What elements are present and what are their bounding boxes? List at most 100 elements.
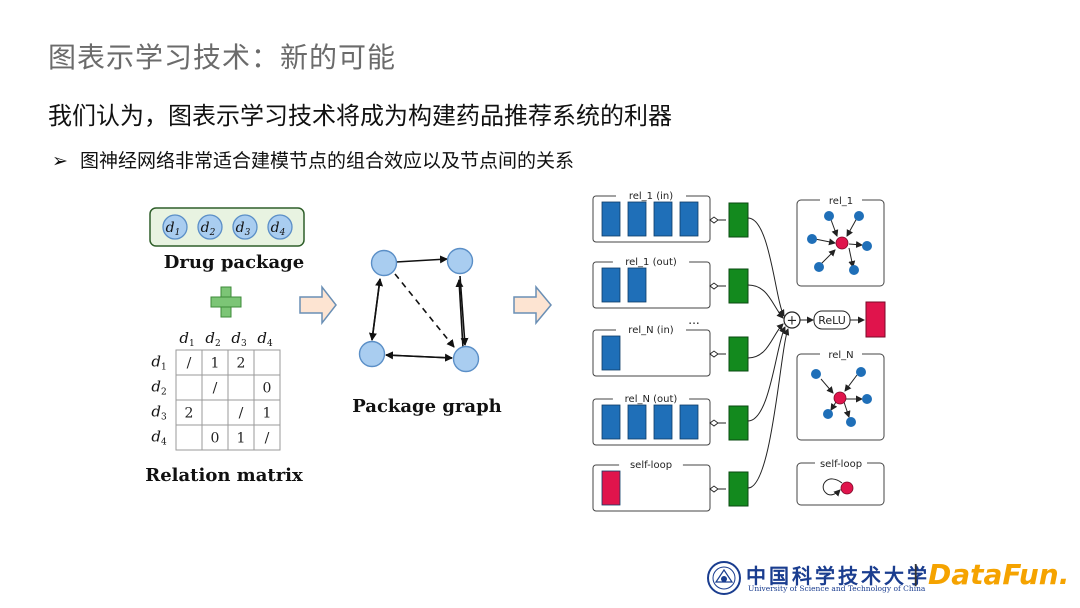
- university-name-cn: 中国科学技术大学: [746, 564, 930, 588]
- ustc-seal-icon: [707, 561, 741, 595]
- drug-node: [162, 214, 188, 240]
- matrix-cell-value: 0: [211, 431, 220, 447]
- matrix-cell: [227, 374, 255, 401]
- matrix-header: d3: [231, 329, 247, 349]
- package-graph: [358, 247, 480, 373]
- plus-icon: [210, 286, 242, 318]
- sum-symbol: +: [787, 314, 798, 329]
- bullet-text: 图神经网络非常适合建模节点的组合效应以及节点间的关系: [80, 150, 575, 172]
- drug-package-box: [149, 207, 305, 247]
- matrix-header: d3: [151, 403, 167, 423]
- feature-bar: [679, 404, 699, 440]
- relu-label: ReLU: [818, 314, 846, 327]
- relation-box-label: rel_1 (in): [629, 191, 673, 202]
- matrix-cell: [201, 424, 229, 451]
- drug-node: [197, 214, 223, 240]
- feature-bar: [679, 201, 699, 237]
- drug-node: [232, 214, 258, 240]
- ellipsis: ...: [688, 313, 699, 327]
- relation-matrix-label: Relation matrix: [145, 465, 303, 486]
- relation-box: rel_1 (out): [592, 255, 749, 309]
- transform-block: [728, 336, 749, 372]
- matrix-header: d4: [151, 428, 167, 448]
- matrix-cell-value: 2: [237, 356, 246, 372]
- feature-bar: [601, 470, 621, 506]
- matrix-cell-value: 1: [263, 406, 272, 422]
- matrix-cell-value: 0: [263, 381, 272, 397]
- relation-boxes: rel_1 (in) rel_1 (out) rel_N (in) rel_N (ou…: [592, 189, 749, 512]
- matrix-cell: [253, 349, 281, 376]
- small-graph-title: rel_N: [828, 350, 853, 361]
- feature-bar: [627, 404, 647, 440]
- footer-separator: |: [912, 562, 920, 587]
- graph-edge: [395, 255, 448, 264]
- feature-bar: [627, 201, 647, 237]
- datafun-logo: DataFun.: [928, 558, 1070, 591]
- feature-bar: [653, 201, 673, 237]
- drug-package-label: Drug package: [164, 252, 304, 273]
- university-name-en: University of Science and Technology of …: [748, 584, 926, 593]
- matrix-cell-value: /: [265, 431, 270, 447]
- matrix-cell: [201, 349, 229, 376]
- relation-box-label: rel_N (out): [625, 394, 678, 405]
- matrix-cell: [227, 349, 255, 376]
- graph-node: [370, 249, 398, 277]
- feature-bar: [601, 201, 621, 237]
- graph-edge-dashed: [394, 273, 455, 348]
- graph-edge: [385, 351, 453, 360]
- relation-box: rel_1 (in): [592, 189, 749, 243]
- transform-block: [728, 405, 749, 441]
- transform-block: [728, 268, 749, 304]
- feature-bar: [653, 404, 673, 440]
- matrix-cell: [253, 424, 281, 451]
- matrix-cell: [253, 374, 281, 401]
- matrix-cell: [175, 424, 203, 451]
- small-graph-title: rel_1: [829, 196, 853, 207]
- graph-edge: [459, 275, 469, 346]
- aggregation-lines: [747, 217, 790, 489]
- matrix-cell: [175, 349, 203, 376]
- transform-block: [728, 471, 749, 507]
- graph-edge: [455, 279, 464, 349]
- footer-logos: 中国科学技术大学 University of Science and Techn…: [706, 556, 1070, 600]
- feature-bar: [601, 267, 621, 303]
- package-graph-label: Package graph: [352, 396, 502, 417]
- relation-box-label: rel_N (in): [628, 325, 673, 336]
- bullet-arrow-icon: ➢: [52, 150, 68, 172]
- flow-arrow-icon: [513, 284, 552, 326]
- feature-bar: [601, 335, 621, 371]
- matrix-cell-value: 2: [185, 406, 194, 422]
- relation-box: rel_N (out): [592, 392, 749, 446]
- output-block: [865, 301, 886, 338]
- feature-bar: [601, 404, 621, 440]
- matrix-header: d1: [179, 329, 194, 349]
- graph-node: [358, 340, 386, 368]
- matrix-header: d2: [151, 378, 166, 398]
- drug-node: [267, 214, 293, 240]
- matrix-cell-value: 1: [211, 356, 220, 372]
- graph-edge: [371, 278, 384, 341]
- feature-bar: [627, 267, 647, 303]
- relation-box: rel_N (in): [592, 323, 749, 377]
- matrix-cell-value: /: [213, 381, 218, 397]
- slide-title: 图表示学习技术：新的可能: [48, 41, 397, 74]
- graph-node: [446, 247, 474, 275]
- lead-statement: 我们认为，图表示学习技术将成为构建药品推荐系统的利器: [48, 102, 672, 130]
- matrix-cell-value: /: [187, 356, 192, 372]
- transform-block: [728, 202, 749, 238]
- matrix-cell-value: /: [239, 406, 244, 422]
- small-graph-rel-n: rel_N: [796, 348, 885, 441]
- relation-box-label: rel_1 (out): [625, 257, 677, 268]
- small-graph-self-loop: self-loop: [796, 457, 885, 506]
- matrix-cell: [201, 399, 229, 426]
- matrix-cell: [227, 399, 255, 426]
- small-graph-title: self-loop: [820, 459, 862, 470]
- relation-box: self-loop: [592, 458, 749, 512]
- matrix-cell-value: 1: [237, 431, 246, 447]
- matrix-cell: [227, 424, 255, 451]
- relation-box-label: self-loop: [630, 460, 672, 471]
- matrix-header: d4: [257, 329, 273, 349]
